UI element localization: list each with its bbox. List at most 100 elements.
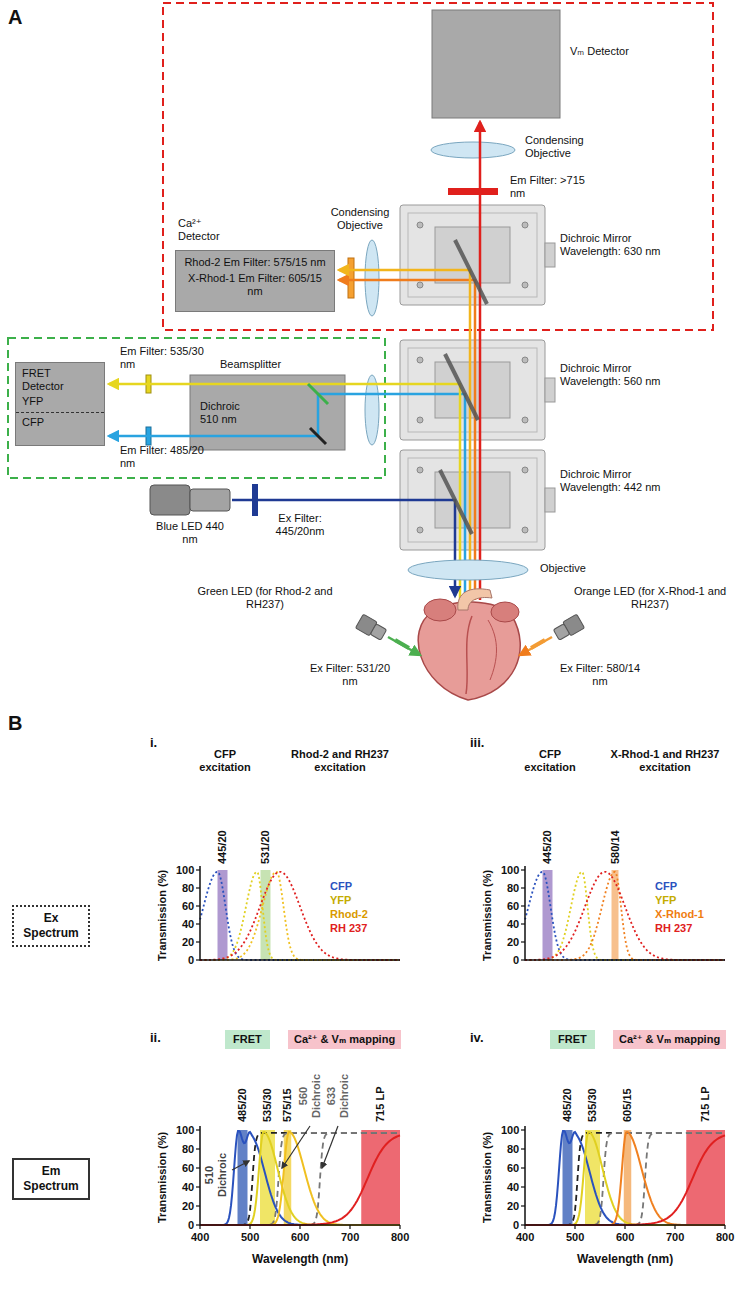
beamsplitter-body xyxy=(190,375,345,450)
mode-tag: Ca²⁺ & Vₘ mapping xyxy=(613,1030,726,1049)
dichroic-cube xyxy=(400,340,555,440)
beamsplitter-box: BeamsplitterDichroic 510 nm xyxy=(190,375,345,450)
ex-filter xyxy=(252,484,258,516)
text-label: Ex Filter: 445/20nm xyxy=(255,512,345,538)
tick-label: 500 xyxy=(566,1231,584,1244)
tick-label: 600 xyxy=(291,1231,309,1244)
tick-label: 40 xyxy=(507,918,519,931)
channel-divider xyxy=(16,412,104,413)
text-label: Objective xyxy=(540,562,586,575)
spectrum-curve xyxy=(200,1132,400,1225)
band-label: 531/20 xyxy=(259,830,272,864)
axis-tick xyxy=(624,1225,625,1229)
axis-title: Transmission (%) xyxy=(156,869,169,960)
axis-tick xyxy=(399,1225,400,1229)
dichroic-mirrors xyxy=(440,240,487,534)
series-label: YFP xyxy=(655,894,676,907)
tick-label: 700 xyxy=(666,1231,684,1244)
fret-region xyxy=(8,338,385,478)
spectrum-curve xyxy=(525,872,725,960)
text-label: CFP excitation xyxy=(515,748,585,774)
spectrum-curve xyxy=(525,872,725,960)
axis-tick xyxy=(524,1225,525,1229)
node-heading: Ca²⁺ & Vₘ mapping xyxy=(294,1033,395,1046)
series-label: CFP xyxy=(330,880,352,893)
band-label: 580/14 xyxy=(609,830,622,864)
axis-tick xyxy=(521,941,525,942)
subpanel-label: iv. xyxy=(470,1030,484,1045)
condensing-lens xyxy=(365,375,379,445)
axis-tick xyxy=(521,1205,525,1206)
node-heading: FRET Detector xyxy=(22,367,77,393)
tick-label: 60 xyxy=(507,1162,519,1175)
text-label: X-Rhod-1 and RH237 excitation xyxy=(604,748,726,774)
excitation-arrow xyxy=(520,637,552,655)
filter-band xyxy=(585,1130,600,1225)
axis-tick xyxy=(196,905,200,906)
tick-label: 800 xyxy=(716,1231,734,1244)
axis-title: Transmission (%) xyxy=(481,1132,494,1223)
text-label: Em Filter: >715 nm xyxy=(510,174,590,200)
condensing-lens xyxy=(431,142,515,158)
leader-lines xyxy=(232,1126,338,1170)
axis-tick xyxy=(196,869,200,870)
spectrum-curve xyxy=(525,1135,725,1225)
axis-tick xyxy=(196,959,200,960)
node-heading: Ca²⁺ Detector xyxy=(178,217,234,243)
tick-label: 80 xyxy=(182,1143,194,1156)
spectrum-tag: Em Spectrum xyxy=(12,1158,90,1200)
axis-tick xyxy=(521,1129,525,1130)
text-label: Vₘ Detector xyxy=(570,45,630,58)
node-text: CFP xyxy=(22,416,98,429)
axis-tick xyxy=(196,941,200,942)
led-body xyxy=(150,485,190,515)
node-text: X-Rhod-1 Em Filter: 605/15 nm xyxy=(182,272,328,298)
text-label: Ex Filter: 531/20 nm xyxy=(305,662,395,688)
band-label: 715 LP xyxy=(699,1087,712,1122)
led-body xyxy=(355,614,387,642)
tick-label: 40 xyxy=(507,1181,519,1194)
band-label: 535/30 xyxy=(586,1088,599,1122)
tick-label: 40 xyxy=(182,1181,194,1194)
axis-tick xyxy=(196,887,200,888)
detector-box: FRET DetectorYFPCFP xyxy=(15,362,105,446)
text-label: Condensing Objective xyxy=(525,134,605,160)
band-label: 535/30 xyxy=(261,1088,274,1122)
text-label: Em Filter: 485/20 nm xyxy=(120,444,205,470)
spectrum-curve xyxy=(525,1132,725,1225)
spectrum-curve xyxy=(200,1135,400,1225)
filter-band xyxy=(238,1130,248,1225)
series-label: X-Rhod-1 xyxy=(655,908,704,921)
axis-tick xyxy=(521,1186,525,1187)
axis-tick xyxy=(521,923,525,924)
axis-tick xyxy=(521,887,525,888)
node-heading: Ca²⁺ & Vₘ mapping xyxy=(619,1033,720,1046)
tick-label: 100 xyxy=(176,864,194,877)
tick-label: 80 xyxy=(507,882,519,895)
node-heading: Ex Spectrum xyxy=(20,911,82,941)
band-label: 715 LP xyxy=(374,1087,387,1122)
ex-filter xyxy=(394,638,410,649)
node-heading: FRET xyxy=(558,1033,587,1046)
spectrum-curve xyxy=(200,1132,400,1225)
axis-tick xyxy=(574,1225,575,1229)
tick-label: 800 xyxy=(391,1231,409,1244)
tick-label: 700 xyxy=(341,1231,359,1244)
band-label: 605/15 xyxy=(621,1088,634,1122)
text-label: Dichroic Mirror Wavelength: 560 nm xyxy=(560,362,675,388)
text-label: Em Filter: 535/30 nm xyxy=(120,345,205,371)
tick-label: 20 xyxy=(182,1200,194,1213)
series-label: RH 237 xyxy=(655,922,692,935)
light-paths xyxy=(109,122,480,600)
panel-letter: A xyxy=(8,6,22,28)
panel-letter: B xyxy=(8,712,22,734)
detector-box: Ca²⁺ DetectorRhod-2 Em Filter: 575/15 nm… xyxy=(175,250,335,312)
tick-label: 400 xyxy=(191,1231,209,1244)
axis-title: Wavelength (nm) xyxy=(577,1252,673,1266)
mode-tag: Ca²⁺ & Vₘ mapping xyxy=(288,1030,401,1049)
filter-band xyxy=(260,1130,275,1225)
tick-label: 100 xyxy=(176,1124,194,1137)
text-label: Dichroic Mirror Wavelength: 442 nm xyxy=(560,468,675,494)
axis-tick xyxy=(196,1186,200,1187)
text-label: Rhod-2 and RH237 excitation xyxy=(280,748,400,774)
